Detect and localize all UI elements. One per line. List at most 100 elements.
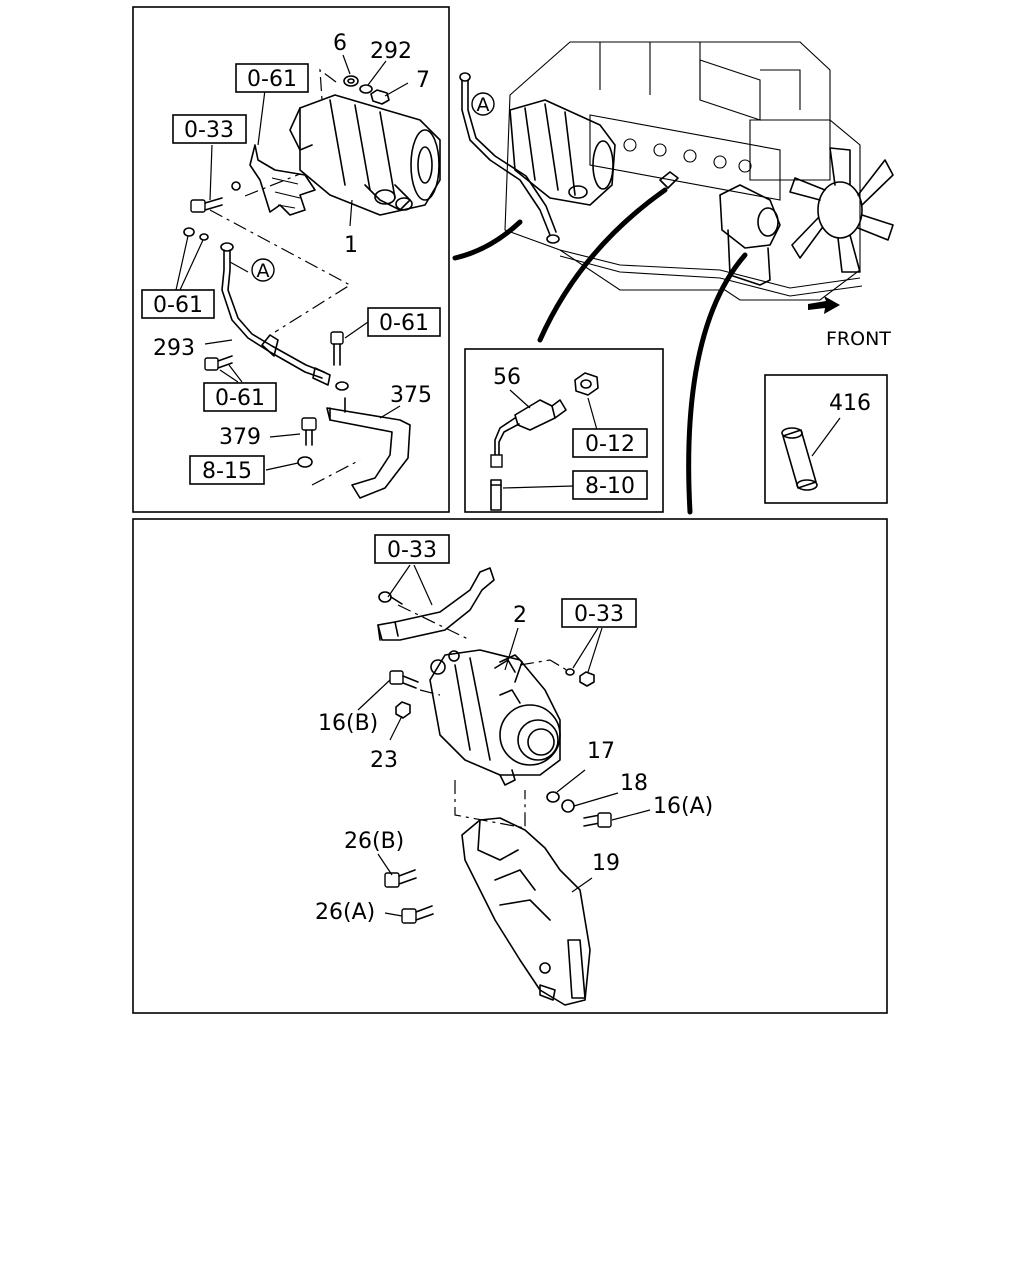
marker-a-label: A [257, 260, 270, 282]
starter-motor [289, 94, 441, 216]
svg-text:8-10: 8-10 [585, 474, 635, 499]
leader-26a [384, 912, 403, 917]
bolt-16b [389, 670, 419, 689]
leader-0-12 [587, 397, 598, 431]
ring-18 [561, 799, 575, 813]
nut-7 [370, 89, 390, 105]
alternator-panel-frame [132, 518, 888, 1014]
adjust-bracket [377, 567, 495, 641]
ref-box-0-33-right: 0-33 [561, 598, 637, 628]
svg-text:A: A [477, 94, 490, 116]
callout-2: 2 [513, 603, 527, 628]
nuts-0-61 [183, 227, 209, 241]
leader-26b [377, 853, 393, 876]
leader-marker-a [229, 261, 249, 273]
bolt-26a [401, 905, 434, 924]
alt-assembly-lines [397, 604, 526, 829]
leader-0-61-left [175, 235, 204, 291]
engine-overview: FRONT A [452, 41, 894, 515]
terminal-8-10 [490, 479, 502, 511]
ref-box-0-33-top: 0-33 [374, 534, 450, 564]
callout-26a: 26(A) [315, 900, 375, 925]
callout-23: 23 [370, 748, 398, 773]
leader-8-15 [265, 462, 299, 471]
leader-2 [504, 627, 519, 671]
leader-8-10 [502, 485, 574, 489]
svg-text:0-33: 0-33 [574, 602, 624, 627]
leader-7 [384, 82, 409, 97]
leader-293 [204, 339, 233, 345]
assembly-line-3 [244, 68, 337, 197]
callout-19: 19 [592, 851, 620, 876]
leader-416 [811, 417, 841, 457]
callout-292: 292 [370, 39, 412, 64]
indicator-curve-sensor [537, 187, 668, 343]
callout-1: 1 [344, 233, 358, 258]
washer-292 [359, 84, 373, 94]
indicator-curve-starter [452, 219, 523, 261]
bolt-16a [583, 812, 612, 828]
alternator-2 [429, 649, 561, 786]
callout-26b: 26(B) [344, 829, 404, 854]
assembly-line-1 [209, 209, 352, 333]
leader-0-33 [209, 144, 213, 201]
alt-assembly-lines-2 [519, 659, 571, 673]
svg-text:8-15: 8-15 [202, 459, 252, 484]
svg-text:0-61: 0-61 [247, 67, 297, 92]
callout-16a: 16(A) [653, 794, 713, 819]
sleeve-panel: 416 [764, 374, 888, 504]
leader-375 [379, 405, 401, 419]
callout-16b: 16(B) [318, 711, 378, 736]
bracket-19 [461, 817, 591, 1006]
ref-box-0-61-left: 0-61 [141, 289, 215, 319]
ref-box-8-15: 8-15 [189, 455, 265, 485]
engine-marker-a: A [471, 92, 495, 116]
callout-17: 17 [587, 739, 615, 764]
leader-19 [571, 877, 593, 893]
callout-7: 7 [416, 68, 430, 93]
leader-0-61-bottom [219, 364, 243, 383]
bolt-379 [301, 417, 317, 446]
engine-alternator [719, 184, 781, 286]
callout-375: 375 [390, 383, 432, 408]
svg-text:0-61: 0-61 [379, 311, 429, 336]
engine-fan [789, 147, 894, 273]
washers-0-33 [565, 668, 595, 687]
ref-box-0-12: 0-12 [572, 428, 648, 458]
callout-293: 293 [153, 336, 195, 361]
svg-text:0-33: 0-33 [184, 118, 234, 143]
leader-18 [573, 792, 619, 807]
sleeve-416 [781, 427, 818, 491]
alternator-panel: 2 16(B) 23 17 18 16(A) 26(B) 26(A) 19 0-… [132, 518, 888, 1014]
svg-text:0-12: 0-12 [585, 432, 635, 457]
front-label: FRONT [826, 328, 891, 350]
leader-56 [509, 389, 531, 409]
bolt-0-12 [574, 372, 599, 396]
sensor-panel-frame [464, 348, 664, 513]
callout-379: 379 [219, 425, 261, 450]
leader-379 [269, 433, 301, 438]
leader-16a [611, 809, 651, 821]
leader-16b [357, 679, 391, 711]
ref-box-0-61-top: 0-61 [235, 63, 309, 93]
engine-cable [461, 79, 551, 236]
ref-box-0-61-bottom: 0-61 [203, 382, 277, 412]
callout-6: 6 [333, 31, 347, 56]
leader-0-33-right [572, 627, 603, 673]
front-arrow [808, 296, 840, 314]
nut-23 [395, 701, 411, 719]
leader-23 [389, 715, 403, 741]
ref-box-8-10: 8-10 [572, 470, 648, 500]
ref-box-0-33: 0-33 [172, 114, 247, 144]
starter-panel: A 6 292 7 1 293 375 379 0-61 0-33 0-61 0… [132, 6, 450, 513]
engine-cable-2 [467, 79, 557, 233]
leader-1 [349, 199, 353, 227]
starter-panel-frame [132, 6, 450, 513]
engine-starter [509, 99, 616, 206]
leader-0-61-top [257, 89, 266, 146]
engine-sensor [659, 171, 679, 189]
marker-a: A [251, 258, 275, 282]
leader-0-33-top [387, 564, 433, 606]
leader-0-61-right [344, 321, 369, 339]
